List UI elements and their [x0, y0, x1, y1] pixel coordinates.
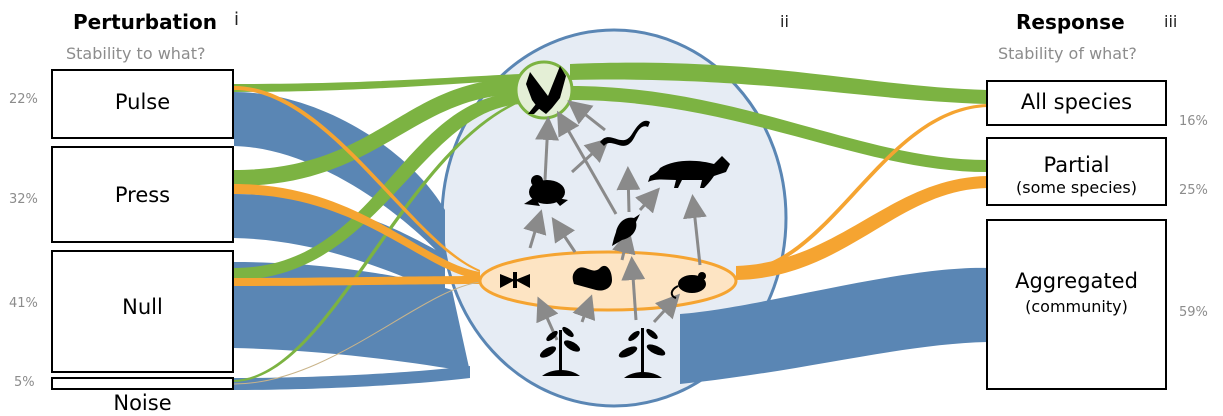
all-species-pct: 16%	[1179, 114, 1208, 129]
partial-label: Partial	[987, 153, 1166, 177]
response-subtitle: Stability of what?	[998, 44, 1137, 63]
panel-iii-label: iii	[1164, 12, 1177, 31]
all-species-label: All species	[987, 90, 1166, 114]
panel-ii-label: ii	[780, 12, 789, 31]
noise-label: Noise	[52, 391, 233, 415]
noise-box	[52, 378, 233, 389]
press-pct: 32%	[9, 192, 38, 207]
perturbation-subtitle: Stability to what?	[66, 44, 206, 63]
panel-i-label: i	[234, 9, 239, 30]
perturbation-boxes	[52, 70, 233, 389]
response-boxes	[987, 81, 1166, 389]
aggregated-pct: 59%	[1179, 305, 1208, 320]
null-label: Null	[52, 295, 233, 319]
press-label: Press	[52, 183, 233, 207]
aggregated-label: Aggregated	[987, 269, 1166, 293]
aggregated-sublabel: (community)	[987, 297, 1166, 316]
partial-sublabel: (some species)	[987, 178, 1166, 197]
perturbation-title: Perturbation	[73, 10, 217, 34]
response-title: Response	[1016, 10, 1125, 34]
pulse-pct: 22%	[9, 92, 38, 107]
partial-pct: 25%	[1179, 183, 1208, 198]
noise-pct: 5%	[14, 375, 35, 390]
null-pct: 41%	[9, 296, 38, 311]
pulse-label: Pulse	[52, 90, 233, 114]
